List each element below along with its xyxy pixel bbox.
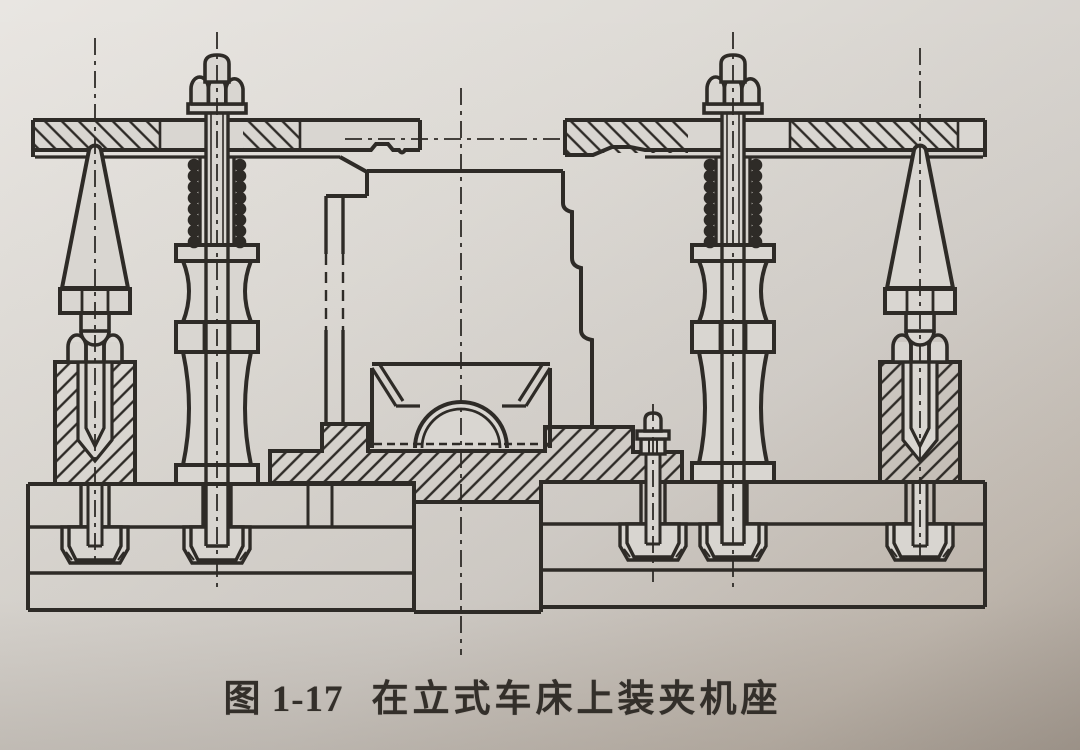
figure-number: 图 1-17 bbox=[223, 679, 344, 720]
figure-caption: 图 1-17 在立式车床上装夹机座 bbox=[0, 668, 1005, 722]
t-slot-openings bbox=[79, 482, 936, 527]
spring-coils-left bbox=[187, 158, 247, 249]
t-slot-nuts bbox=[67, 522, 948, 562]
centerlines bbox=[94, 32, 921, 655]
figure-title: 在立式车床上装夹机座 bbox=[371, 679, 782, 720]
workpiece-machine-base bbox=[324, 155, 594, 427]
spring-coils-right bbox=[703, 158, 763, 249]
slot-chamfer-ticks bbox=[65, 548, 950, 561]
fixture-base-plate bbox=[268, 422, 684, 504]
